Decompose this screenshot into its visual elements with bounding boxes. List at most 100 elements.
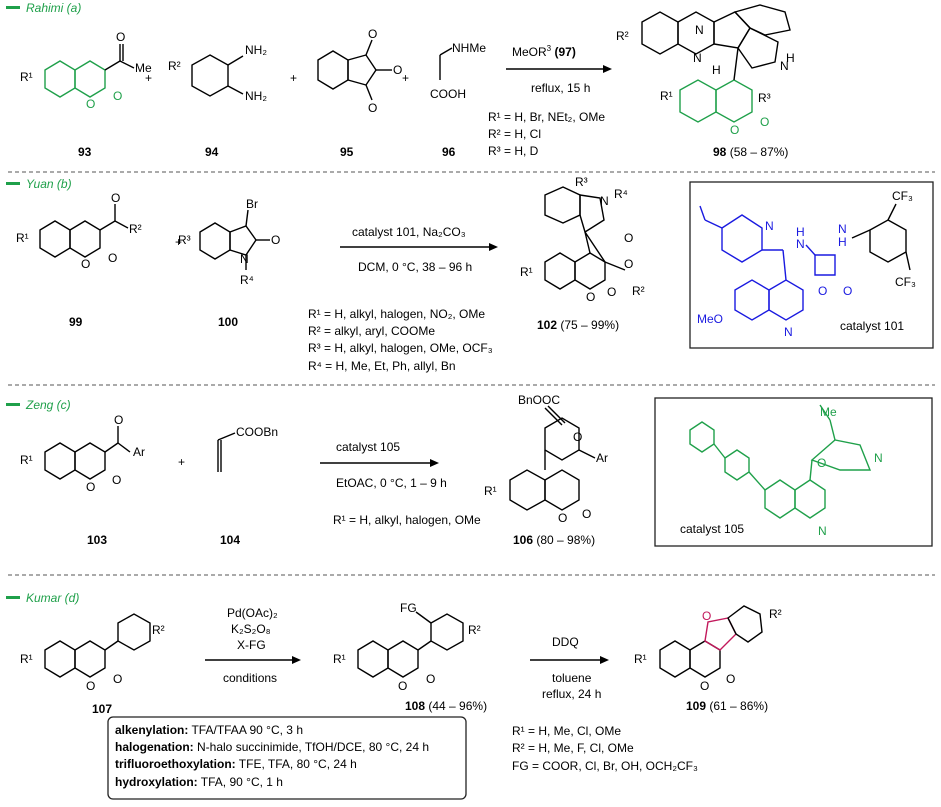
svg-text:MeOR3 (97): MeOR3 (97) [512, 44, 576, 59]
substituent-b-1: R¹ = H, alkyl, halogen, NO₂, OMe [308, 307, 485, 321]
svg-text:N: N [765, 219, 774, 233]
cooh-label: COOH [430, 87, 466, 101]
svg-text:O: O [582, 507, 591, 521]
r1-label: R¹ [16, 231, 29, 245]
step1-reagent-2: K₂S₂O₈ [231, 622, 271, 636]
svg-text:H: H [838, 235, 847, 249]
section-b: Yuan (b) O R² O O R¹ + Br O N R⁴ R³ [6, 175, 934, 373]
aryl-label: Ar [133, 445, 145, 459]
structure-104: COOBn [217, 425, 278, 472]
section-label: Yuan (b) [26, 177, 72, 191]
svg-text:O: O [573, 430, 582, 444]
nh-label: N [780, 59, 789, 73]
structure-109: O O O R² R¹ [634, 605, 782, 693]
svg-text:O: O [398, 679, 407, 693]
structure-107: O O R² R¹ [20, 613, 165, 693]
r2-label-product: R² [632, 284, 645, 298]
structure-103: O Ar O O R¹ [20, 413, 145, 494]
r2-label-product: R² [616, 29, 629, 43]
r2-label: R² [168, 59, 181, 73]
svg-text:O: O [607, 285, 616, 299]
section-label: Rahimi (a) [26, 1, 81, 15]
r1-label-product: R¹ [484, 484, 497, 498]
svg-text:halogenation: N-halo succinimi: halogenation: N-halo succinimide, TfOH/D… [115, 740, 429, 754]
svg-text:O: O [81, 257, 90, 271]
catalyst-101-box: N N MeO N H O O H N CF₃ CF₃ catalyst 101 [689, 181, 934, 349]
structure-94: NH₂ NH₂ R² [168, 43, 267, 103]
r1-label: R¹ [20, 70, 33, 84]
svg-text:+: + [145, 71, 152, 85]
r2-label-product: R² [769, 607, 782, 621]
nhme-label: NHMe [452, 41, 486, 55]
svg-text:O: O [624, 257, 633, 271]
label-95: 95 [340, 145, 354, 159]
structure-100: Br O N R⁴ R³ [178, 197, 280, 287]
svg-text:+: + [402, 71, 409, 85]
svg-text:O: O [818, 284, 827, 298]
label-107: 107 [92, 702, 112, 716]
r1-label-product: R¹ [520, 265, 533, 279]
svg-text:O: O [730, 123, 739, 137]
aryl-label-product: Ar [596, 451, 608, 465]
step1-conditions: conditions [223, 671, 277, 685]
svg-text:O: O [817, 456, 826, 470]
svg-text:N: N [818, 524, 827, 538]
r1-label: R¹ [20, 453, 33, 467]
svg-text:catalyst 105: catalyst 105 [336, 440, 400, 454]
substituent-b-2: R² = alkyl, aryl, COOMe [308, 324, 435, 338]
r2-label-inter: R² [468, 623, 481, 637]
svg-text:O: O [116, 30, 125, 44]
section-a: Rahimi (a) O Me O O R¹ + NH₂ NH₂ R² + [6, 1, 795, 159]
bnooc-label: BnOOC [518, 393, 560, 407]
svg-text:108 (44 – 96%): 108 (44 – 96%) [405, 699, 487, 713]
svg-text:O: O [86, 679, 95, 693]
substituent-d-1: R¹ = H, Me, Cl, OMe [512, 724, 621, 738]
svg-text:O: O [113, 672, 122, 686]
svg-text:N: N [874, 451, 883, 465]
substituent-d-2: R² = H, Me, F, Cl, OMe [512, 741, 634, 755]
svg-text:O: O [368, 27, 377, 41]
svg-text:N: N [695, 23, 704, 37]
label-100: 100 [218, 315, 238, 329]
r2-label: R² [129, 222, 142, 236]
amine-label-2: NH₂ [245, 89, 267, 103]
conditions-box: alkenylation: TFA/TFAA 90 °C, 3 h haloge… [107, 716, 467, 800]
svg-text:N: N [796, 237, 805, 251]
r1-label: R¹ [20, 652, 33, 666]
substituent-b-4: R⁴ = H, Me, Et, Ph, allyl, Bn [308, 359, 456, 373]
svg-text:O: O [86, 97, 95, 111]
svg-text:O: O [624, 231, 633, 245]
section-marker [6, 6, 20, 9]
substituent-a-3: R³ = H, D [488, 144, 539, 158]
section-marker [6, 182, 20, 185]
svg-text:O: O [558, 511, 567, 525]
svg-text:O: O [114, 413, 123, 427]
label-103: 103 [87, 533, 107, 547]
svg-text:N: N [838, 222, 847, 236]
structure-102: N R⁴ O O R² O O R³ R¹ [520, 175, 645, 304]
bromo-label: Br [246, 197, 258, 211]
svg-text:O: O [760, 115, 769, 129]
conditions-c: EtOAC, 0 °C, 1 – 9 h [336, 476, 447, 490]
r4-label-product: R⁴ [614, 187, 628, 201]
svg-text:O: O [843, 284, 852, 298]
svg-text:O: O [368, 101, 377, 115]
r1-label-inter: R¹ [333, 652, 346, 666]
nh-h-label: H [796, 225, 805, 239]
structure-108: O O FG R² R¹ [333, 601, 481, 693]
r1-label-product: R¹ [634, 652, 647, 666]
svg-text:N: N [784, 325, 793, 339]
substituent-d-3: FG = COOR, Cl, Br, OH, OCH₂CF₃ [512, 759, 698, 773]
svg-text:catalyst 105: catalyst 105 [680, 522, 744, 536]
svg-text:trifluoroethoxylation: TFE, TF: trifluoroethoxylation: TFE, TFA, 80 °C, … [115, 757, 357, 771]
cf3-label: CF₃ [892, 189, 913, 203]
fg-label: FG [400, 601, 417, 615]
r4-label: R⁴ [240, 273, 254, 287]
svg-text:O: O [113, 89, 122, 103]
svg-text:102 (75 – 99%): 102 (75 – 99%) [537, 318, 619, 332]
label-99: 99 [69, 315, 83, 329]
svg-text:catalyst 101: catalyst 101 [840, 319, 904, 333]
svg-text:O: O [111, 191, 120, 205]
conditions-a: reflux, 15 h [531, 81, 590, 95]
